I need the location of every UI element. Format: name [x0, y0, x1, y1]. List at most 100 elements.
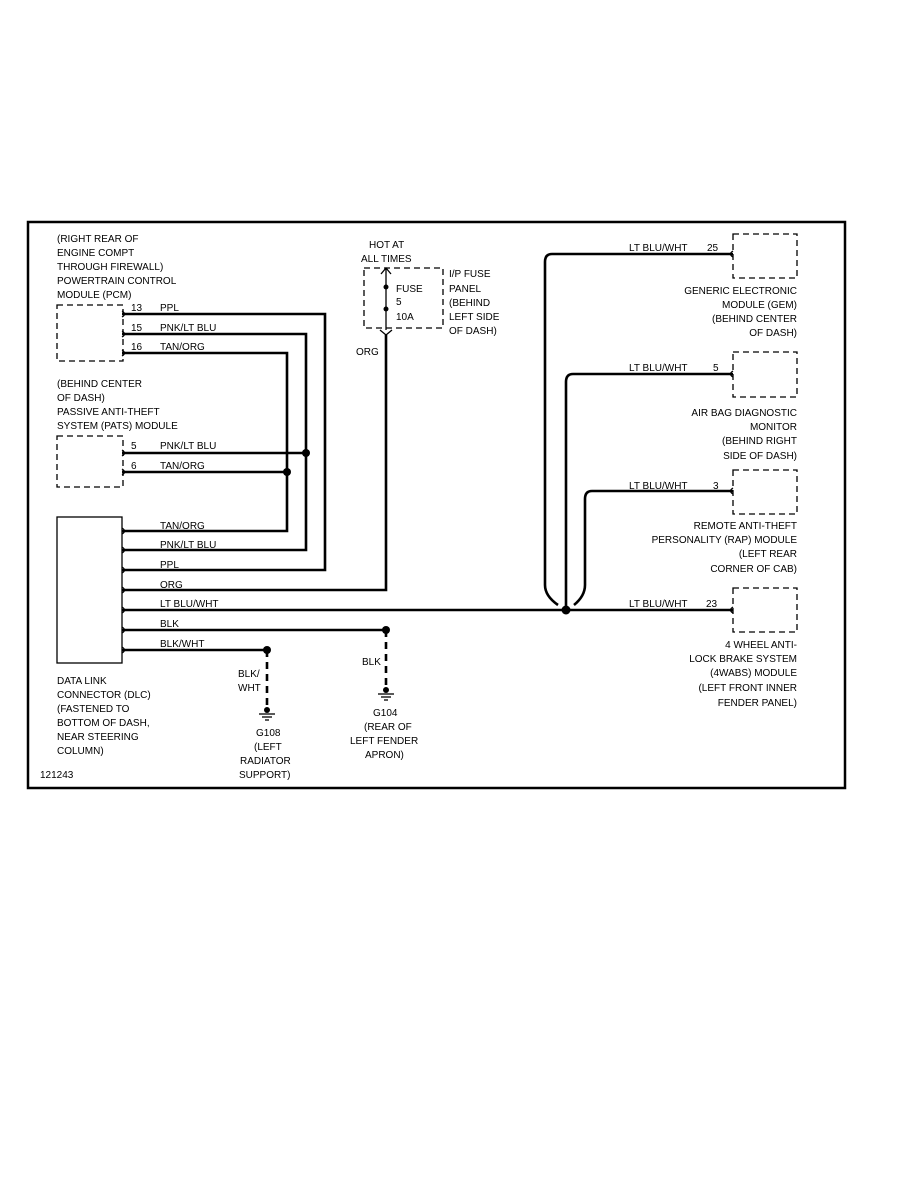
rap-label-1: REMOTE ANTI-THEFT — [694, 521, 797, 532]
g108-label-4: SUPPORT) — [239, 770, 291, 781]
dlc-wire-blk: BLK — [160, 619, 179, 630]
pats-label-3: PASSIVE ANTI-THEFT — [57, 407, 160, 418]
rap-label-4: CORNER OF CAB) — [710, 564, 797, 575]
pcm-wire-tan-org: TAN/ORG — [160, 342, 205, 353]
airbag-label-2: MONITOR — [750, 422, 797, 433]
dlc-wire-blk-wht: BLK/WHT — [160, 639, 204, 650]
rap-box — [732, 469, 798, 515]
fuse-panel-name-1: I/P FUSE — [449, 269, 491, 280]
airbag-label-3: (BEHIND RIGHT — [722, 436, 797, 447]
fuse-contact-top — [383, 284, 389, 290]
wire-gem — [543, 252, 733, 607]
g104-label-3: LEFT FENDER — [350, 736, 418, 747]
pats-label-4: SYSTEM (PATS) MODULE — [57, 421, 178, 432]
dlc-wire-org: ORG — [160, 580, 183, 591]
hot-at-label: HOT AT — [369, 240, 404, 251]
fuse-rating: 10A — [396, 312, 414, 323]
pcm-pin-13: 13 — [131, 303, 143, 314]
airbag-wire-label: LT BLU/WHT — [629, 363, 688, 374]
pats-wire-pnk-lt-blu: PNK/LT BLU — [160, 441, 216, 452]
g108-wire-label-2: WHT — [238, 683, 261, 694]
g104-label-4: APRON) — [365, 750, 404, 761]
pcm-label-2: ENGINE COMPT — [57, 248, 134, 259]
g108-label-2: (LEFT — [254, 742, 282, 753]
airbag-label-4: SIDE OF DASH) — [723, 451, 797, 462]
dlc-wire-lt-blu-wht: LT BLU/WHT — [160, 599, 219, 610]
4wabs-box — [732, 587, 798, 633]
wiring-left — [121, 310, 733, 710]
airbag-module: LT BLU/WHT 5 AIR BAG DIAGNOSTIC MONITOR … — [629, 351, 798, 462]
4wabs-label-1: 4 WHEEL ANTI- — [725, 640, 797, 651]
g108-label-1: G108 — [256, 728, 281, 739]
pcm-wire-ppl: PPL — [160, 303, 179, 314]
fuse-panel-name-3: (BEHIND — [449, 298, 490, 309]
all-times-label: ALL TIMES — [361, 254, 412, 265]
pats-module: (BEHIND CENTER OF DASH) PASSIVE ANTI-THE… — [56, 379, 216, 488]
gem-label-3: (BEHIND CENTER — [712, 314, 797, 325]
4wabs-label-5: FENDER PANEL) — [718, 698, 797, 709]
dlc-wire-tan-org: TAN/ORG — [160, 521, 205, 532]
gem-pin: 25 — [707, 243, 719, 254]
dlc-box — [56, 516, 123, 664]
pats-box — [56, 435, 124, 488]
wire-pnk-lt-blu — [122, 332, 308, 552]
rap-label-3: (LEFT REAR — [739, 549, 797, 560]
splice-lt-blu-wht — [561, 605, 571, 615]
ground-g108: BLK/ WHT G108 (LEFT RADIATOR SUPPORT) — [238, 669, 291, 781]
dlc-wire-pnk-lt-blu: PNK/LT BLU — [160, 540, 216, 551]
pcm-wire-pnk-lt-blu: PNK/LT BLU — [160, 323, 216, 334]
gem-module: LT BLU/WHT 25 GENERIC ELECTRONIC MODULE … — [629, 233, 798, 339]
4wabs-pin: 23 — [706, 599, 718, 610]
wire-airbag — [564, 372, 733, 610]
pcm-label-1: (RIGHT REAR OF — [57, 234, 138, 245]
fuse-contact-bottom — [383, 306, 389, 312]
dlc-connector: TAN/ORG PNK/LT BLU PPL ORG LT BLU/WHT BL… — [56, 516, 219, 757]
4wabs-label-4: (LEFT FRONT INNER — [698, 683, 797, 694]
4wabs-wire-label: LT BLU/WHT — [629, 599, 688, 610]
g104-label-2: (REAR OF — [364, 722, 412, 733]
4wabs-label-2: LOCK BRAKE SYSTEM — [689, 654, 797, 665]
ground-g104: BLK G104 (REAR OF LEFT FENDER APRON) — [350, 657, 418, 761]
dlc-label-6: COLUMN) — [57, 746, 104, 757]
dlc-label-3: (FASTENED TO — [57, 704, 130, 715]
fuse-panel-name-2: PANEL — [449, 284, 481, 295]
pats-wire-tan-org: TAN/ORG — [160, 461, 205, 472]
rap-pin: 3 — [713, 481, 719, 492]
dlc-label-5: NEAR STEERING — [57, 732, 139, 743]
fuse-panel-name-5: OF DASH) — [449, 326, 497, 337]
dlc-wire-ppl: PPL — [160, 560, 179, 571]
pats-label-1: (BEHIND CENTER — [57, 379, 142, 390]
4wabs-module: LT BLU/WHT 23 4 WHEEL ANTI- LOCK BRAKE S… — [629, 587, 798, 709]
gem-label-4: OF DASH) — [749, 328, 797, 339]
splice-tan-org — [283, 468, 291, 476]
fuse-panel: HOT AT ALL TIMES FUSE 5 10A I/P FUSE PAN… — [356, 240, 500, 358]
pcm-label-3: THROUGH FIREWALL) — [57, 262, 163, 273]
pcm-label-5: MODULE (PCM) — [57, 290, 131, 301]
g108-label-3: RADIATOR — [240, 756, 291, 767]
wire-rap — [573, 489, 733, 607]
g104-label-1: G104 — [373, 708, 398, 719]
g104-wire-label: BLK — [362, 657, 381, 668]
g108-wire-label-1: BLK/ — [238, 669, 260, 680]
fuse-panel-name-4: LEFT SIDE — [449, 312, 500, 323]
pats-pin-5: 5 — [131, 441, 137, 452]
pcm-pin-16: 16 — [131, 342, 143, 353]
rap-wire-label: LT BLU/WHT — [629, 481, 688, 492]
fuse-number: 5 — [396, 297, 402, 308]
g104-terminal — [383, 687, 389, 693]
airbag-label-1: AIR BAG DIAGNOSTIC — [691, 408, 797, 419]
pcm-module: (RIGHT REAR OF ENGINE COMPT THROUGH FIRE… — [56, 234, 216, 362]
figure-id: 121243 — [40, 770, 74, 781]
g108-terminal — [264, 707, 270, 713]
pcm-pin-15: 15 — [131, 323, 143, 334]
dlc-label-2: CONNECTOR (DLC) — [57, 690, 151, 701]
diagram-frame — [26, 220, 847, 790]
4wabs-label-3: (4WABS) MODULE — [710, 668, 797, 679]
pcm-box — [56, 304, 124, 362]
rap-label-2: PERSONALITY (RAP) MODULE — [652, 535, 798, 546]
airbag-box — [732, 351, 798, 398]
dlc-label-4: BOTTOM OF DASH, — [57, 718, 150, 729]
splice-pnk-lt-blu — [302, 449, 310, 457]
gem-label-2: MODULE (GEM) — [722, 300, 797, 311]
